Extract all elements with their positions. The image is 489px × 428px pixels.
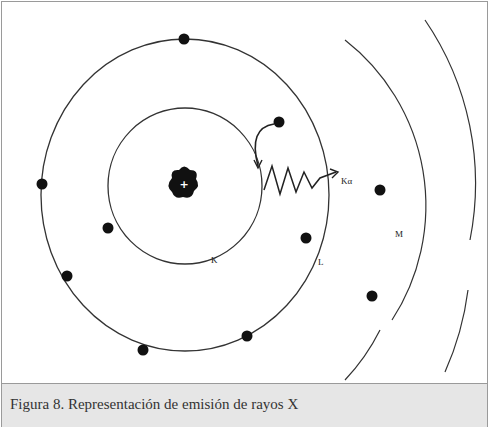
nucleus-charge: + [179,179,188,190]
shell-n-arc [445,290,468,372]
xray-wave [264,166,336,194]
shell-label: L [318,258,324,267]
line-label: Kα [341,177,352,186]
figure-caption: Figura 8. Representación de emisión de r… [10,395,480,413]
shell-k [108,108,262,264]
shell-label: K [211,256,218,265]
shell-m-arc [345,330,380,380]
transition-arrowhead [254,160,262,168]
nucleus [169,167,199,198]
shell-m-arc [345,40,426,320]
shell-label: M [395,230,403,239]
transition-arrow [255,124,274,166]
electrons [37,34,386,356]
shell-l [41,39,329,351]
xray-arrowhead [330,169,338,178]
shell-n-arc [425,20,476,240]
